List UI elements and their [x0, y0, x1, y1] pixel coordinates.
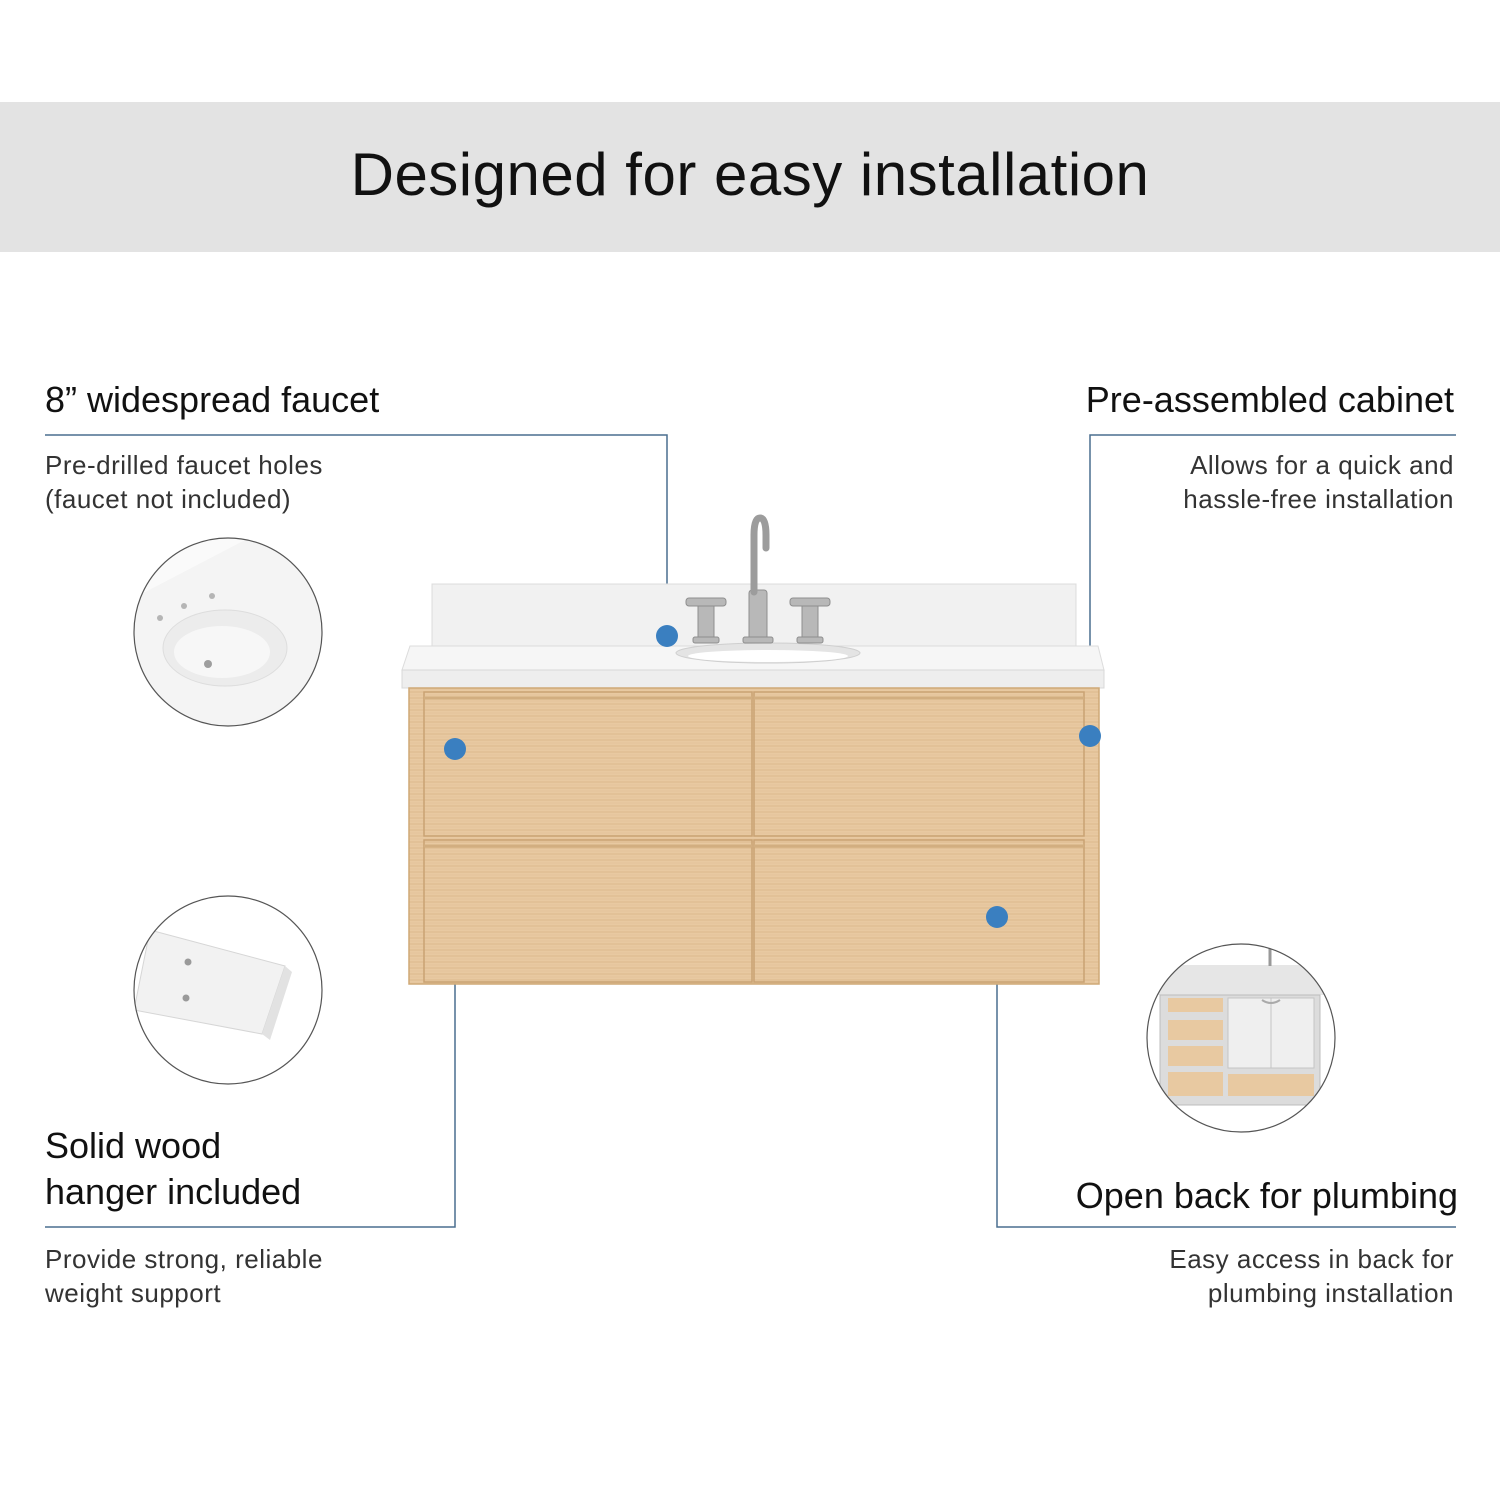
hanger-dot — [444, 738, 466, 760]
cabinet-leader-line — [1089, 434, 1456, 736]
hanger-desc-line2: weight support — [45, 1278, 222, 1308]
hanger-desc-line1: Provide strong, reliable — [45, 1244, 323, 1274]
hanger-heading-line2: hanger included — [45, 1171, 302, 1212]
open-back-detail-circle — [1146, 943, 1336, 1133]
faucet-dot — [656, 625, 678, 647]
callout-dots — [444, 625, 1101, 928]
cabinet-dot — [1079, 725, 1101, 747]
page-title: Designed for easy installation — [350, 141, 1150, 208]
plumbing-dot — [986, 906, 1008, 928]
title-banner — [0, 102, 1500, 252]
plumbing-desc-line1: Easy access in back for — [1169, 1244, 1454, 1274]
drawer-bottom-right — [753, 839, 1085, 983]
plumbing-desc-line2: plumbing installation — [1207, 1278, 1454, 1308]
faucet-icon — [685, 514, 831, 644]
faucet-heading: 8” widespread faucet — [45, 379, 380, 420]
cabinet-heading: Pre-assembled cabinet — [1085, 379, 1454, 420]
drawer-top-right — [753, 691, 1085, 837]
drawer-top-left — [423, 691, 753, 837]
sink-detail-circle — [133, 537, 323, 727]
hanger-detail-circle — [133, 895, 323, 1085]
cabinet — [408, 687, 1100, 985]
plumbing-heading: Open back for plumbing — [1075, 1175, 1458, 1216]
faucet-desc-line1: Pre-drilled faucet holes — [45, 450, 323, 480]
drawer-bottom-left — [423, 839, 753, 983]
faucet-leader-line — [45, 434, 668, 636]
plumbing-leader-line — [996, 917, 1456, 1228]
cabinet-desc-line1: Allows for a quick and — [1190, 450, 1454, 480]
cabinet-desc-line2: hassle-free installation — [1183, 484, 1454, 514]
hanger-heading-line1: Solid wood — [45, 1125, 222, 1166]
faucet-desc-line2: (faucet not included) — [45, 484, 292, 514]
